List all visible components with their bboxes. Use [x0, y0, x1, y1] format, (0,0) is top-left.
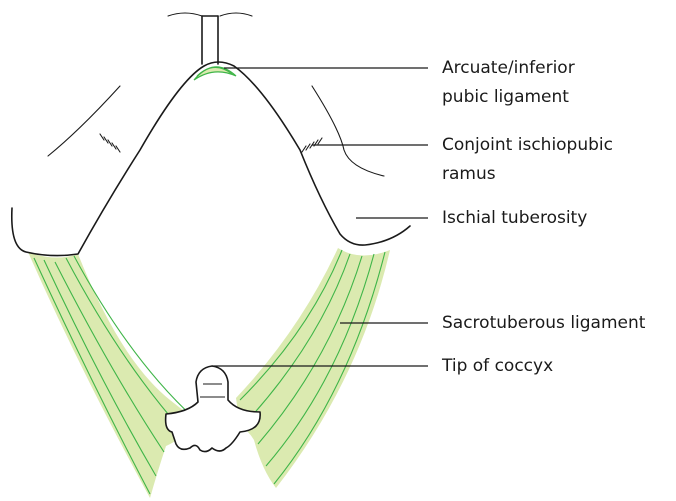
label-tip-of-coccyx: Tip of coccyx [442, 353, 553, 380]
label-ischial-tuberosity: Ischial tuberosity [442, 205, 587, 232]
right-ilium-edge [312, 86, 384, 176]
pubic-symphysis [168, 13, 252, 64]
pubic-arch-outline [12, 62, 410, 256]
left-ramus-hatch [100, 134, 120, 152]
label-arcuate-line2: pubic ligament [442, 84, 569, 111]
label-arcuate-line1: Arcuate/inferior [442, 55, 575, 82]
label-sacrotuberous-ligament: Sacrotuberous ligament [442, 310, 645, 337]
label-conjoint-line1: Conjoint ischiopubic [442, 132, 613, 159]
left-sacrotuberous-ligament [28, 252, 198, 498]
left-ilium-edge [48, 86, 120, 156]
right-sacrotuberous-ligament [236, 248, 390, 488]
label-conjoint-line2: ramus [442, 161, 496, 188]
